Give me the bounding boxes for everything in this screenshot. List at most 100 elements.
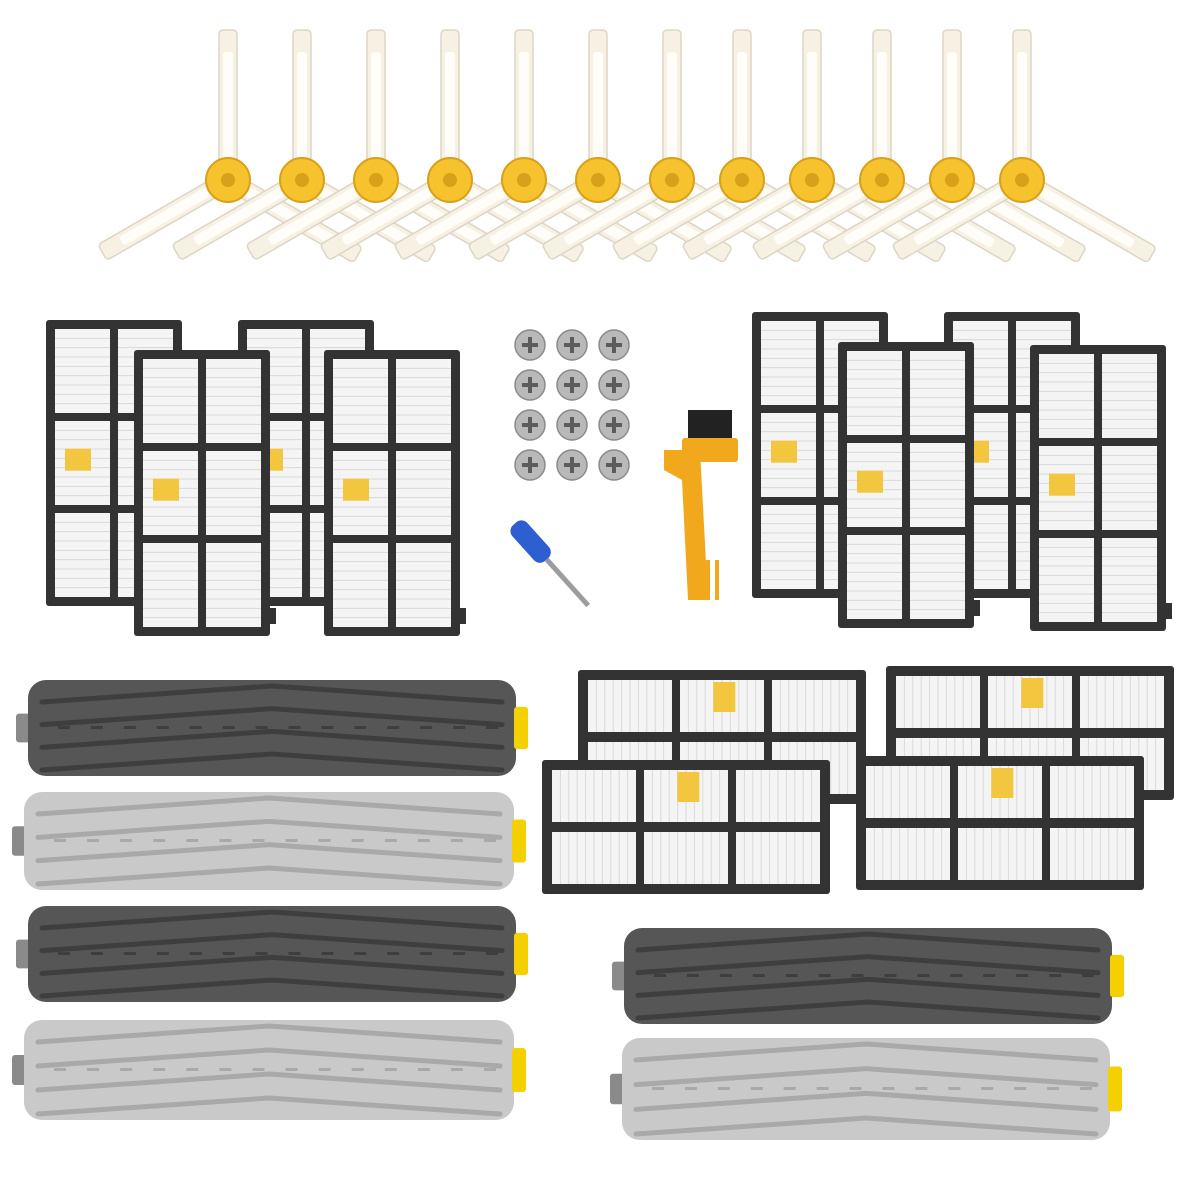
filter-yellow-tab [65,448,91,471]
roller-chevron-fin [35,1047,503,1069]
roller-yellow-cap [514,706,528,750]
roller-chevron-fin [633,1115,1099,1137]
brush-hub-center [665,173,679,187]
brush-bristle-arm [1012,29,1032,181]
filter-yellow-tab [991,768,1014,798]
filter-media-cell [1102,354,1157,438]
brush-hub-center [875,173,889,187]
filter-side-clip [1164,603,1172,619]
brush-bristle-arm [218,29,238,181]
brush-hub-center [805,173,819,187]
roller-chevron-fin [635,999,1101,1021]
roller-yellow-cap [512,819,526,863]
roller-chevron-fin [35,795,503,817]
brush-bristle-arm [662,29,682,181]
roller-chevron-fin [39,751,505,773]
brush-bristle-arm [612,172,746,260]
hepa-filter-vertical [838,342,980,628]
screw [598,369,630,401]
filter-media-cell [847,535,902,619]
roller-chevron-fin [635,931,1101,953]
filter-media-cell [206,451,261,535]
screw [598,409,630,441]
brush-hub-center [945,173,959,187]
filter-yellow-tab [857,470,883,493]
brush-bristle-arm [732,29,752,181]
filter-yellow-tab [1021,678,1044,708]
cleaning-tool [664,410,738,600]
screw [514,369,546,401]
hepa-filter-horizontal [542,760,830,894]
side-brush-row [98,29,1156,263]
brush-bristle-arm [366,29,386,181]
roller-chevron-fin [635,976,1101,998]
roller-body [24,1020,514,1120]
roller-chevron-fin [633,1066,1099,1088]
roller-chevron-fin [39,706,505,728]
horizontal-filter-group [542,666,1174,894]
roller-chevron-fin [39,728,505,750]
roller-chevron-fin [39,909,505,931]
roller-yellow-cap [514,932,528,976]
roller-brush-dark [612,928,1124,1024]
side-brush [892,29,1156,263]
filter-side-clip [458,608,466,624]
roller-yellow-cap [1108,1066,1122,1112]
vertical-filter-group-right [752,312,1172,631]
filter-media-cell [143,543,198,627]
roller-chevron-fin [633,1041,1099,1063]
brush-hub-center [369,173,383,187]
screw [556,449,588,481]
screwdriver-shaft [544,557,591,608]
filter-side-clip [972,600,980,616]
screw [556,409,588,441]
roller-body [28,680,516,776]
roller-chevron-fin [39,954,505,976]
filter-media-cell [206,359,261,443]
roller-yellow-cap [512,1048,526,1092]
filter-side-clip [268,608,276,624]
filter-media-cell [847,351,902,435]
brush-bristle-arm [292,29,312,181]
side-brush [822,29,1086,263]
filter-yellow-tab [771,440,797,463]
roller-chevron-fin [35,865,503,887]
screwdriver-handle [510,520,551,563]
roller-brush-light [610,1038,1122,1140]
brush-bristle-arm [682,172,816,260]
filter-media-cell [1039,354,1094,438]
roller-body [624,928,1112,1024]
filter-yellow-tab [677,772,700,802]
brush-bristle-arm [440,29,460,181]
vertical-filter-group-left [46,320,466,636]
brush-hub-center [221,173,235,187]
roller-brush-light [12,792,526,890]
filter-media-cell [910,535,965,619]
roller-body [28,906,516,1002]
cleaning-tool-comb-tooth [715,560,719,600]
roller-chevron-fin [35,1071,503,1093]
screw [514,449,546,481]
screw [556,329,588,361]
roller-brush-group [12,680,1124,1140]
roller-chevron-fin [39,977,505,999]
filter-media-cell [1102,446,1157,530]
roller-chevron-fin [35,818,503,840]
cleaning-tool-bristles [688,410,732,440]
brush-bristle-arm [872,29,892,181]
roller-chevron-fin [35,1095,503,1117]
filter-media-cell [333,359,388,443]
brush-bristle-arm [942,29,962,181]
roller-chevron-fin [39,683,505,705]
screw [598,449,630,481]
roller-chevron-fin [635,954,1101,976]
filter-yellow-tab [153,478,179,501]
brush-bristle-arm [588,29,608,181]
filter-media-cell [55,513,110,597]
filter-media-cell [1039,538,1094,622]
roller-body [622,1038,1110,1140]
filter-yellow-tab [713,682,736,712]
filter-media-cell [143,359,198,443]
brush-hub-center [735,173,749,187]
